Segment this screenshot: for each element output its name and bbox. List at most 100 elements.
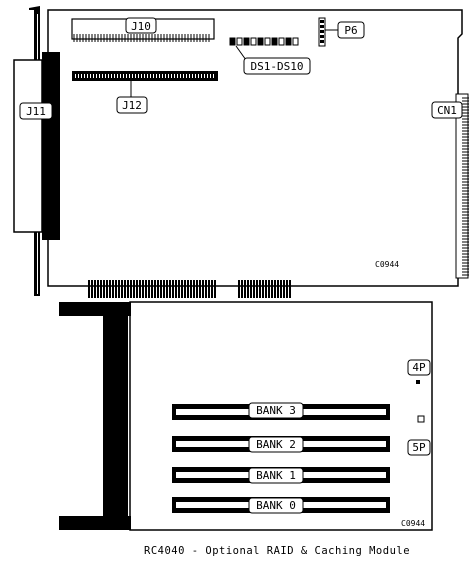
p6-label: P6 bbox=[344, 24, 357, 37]
j12-pin bbox=[186, 74, 187, 78]
raid-module-board: BANK 3 BANK 2 BANK 1 BANK 0 4P 5P C0944 bbox=[59, 301, 433, 531]
edge-finger bbox=[127, 280, 129, 298]
j12-pin bbox=[183, 74, 184, 78]
ds-led bbox=[243, 37, 250, 46]
j12-pin bbox=[174, 74, 175, 78]
ds-led-array bbox=[229, 37, 299, 46]
edge-finger bbox=[97, 280, 99, 298]
j12-pin bbox=[105, 74, 106, 78]
j12-pin bbox=[153, 74, 154, 78]
edge-finger bbox=[199, 280, 201, 298]
j12-pin bbox=[201, 74, 202, 78]
edge-finger bbox=[118, 280, 120, 298]
j12-label: J12 bbox=[122, 99, 142, 112]
edge-finger bbox=[109, 280, 111, 298]
j12-pin bbox=[81, 74, 82, 78]
edge-finger bbox=[208, 280, 210, 298]
j10-pins bbox=[73, 34, 210, 42]
ds-led bbox=[271, 37, 278, 46]
edge-finger bbox=[106, 280, 108, 298]
p6-pin bbox=[320, 40, 324, 43]
edge-finger bbox=[253, 280, 255, 298]
controller-board: J10 P6 DS1-DS10 J12 J11 CN1 C0944 bbox=[13, 6, 469, 298]
j12-pin bbox=[129, 74, 130, 78]
edge-connector-left bbox=[88, 280, 216, 298]
ds-led bbox=[264, 37, 271, 46]
ds-led bbox=[257, 37, 264, 46]
bank2-label-box bbox=[248, 436, 304, 453]
edge-finger bbox=[196, 280, 198, 298]
edge-finger bbox=[136, 280, 138, 298]
p5-label: 5P bbox=[412, 441, 426, 454]
bank0-label: BANK 0 bbox=[256, 499, 296, 512]
edge-finger bbox=[145, 280, 147, 298]
p6-pin bbox=[320, 35, 324, 38]
j12-pin bbox=[138, 74, 139, 78]
j12-pin bbox=[99, 74, 100, 78]
j12-pin bbox=[159, 74, 160, 78]
j11-label-box bbox=[19, 102, 53, 120]
j12-pins bbox=[75, 74, 214, 78]
edge-finger bbox=[163, 280, 165, 298]
j12-pin bbox=[156, 74, 157, 78]
edge-finger bbox=[274, 280, 276, 298]
p6-label-box bbox=[337, 21, 365, 39]
j12-pin bbox=[84, 74, 85, 78]
edge-finger bbox=[133, 280, 135, 298]
module-edge-top bbox=[59, 302, 131, 316]
j12-pin bbox=[147, 74, 148, 78]
j11-connector bbox=[42, 52, 60, 240]
edge-connector-right bbox=[238, 280, 291, 298]
edge-finger bbox=[184, 280, 186, 298]
edge-finger bbox=[142, 280, 144, 298]
edge-finger bbox=[262, 280, 264, 298]
edge-finger bbox=[151, 280, 153, 298]
edge-finger bbox=[250, 280, 252, 298]
j12-pin bbox=[162, 74, 163, 78]
j10-label: J10 bbox=[131, 20, 151, 33]
j12-pin bbox=[165, 74, 166, 78]
j12-pin bbox=[96, 74, 97, 78]
edge-finger bbox=[214, 280, 216, 298]
edge-finger bbox=[256, 280, 258, 298]
edge-finger bbox=[172, 280, 174, 298]
edge-finger bbox=[271, 280, 273, 298]
edge-finger bbox=[178, 280, 180, 298]
edge-finger bbox=[193, 280, 195, 298]
module-edge-bar bbox=[103, 316, 128, 516]
p4-label-box bbox=[407, 359, 431, 376]
j12-pin bbox=[117, 74, 118, 78]
j12-pin bbox=[114, 74, 115, 78]
top-board-code: C0944 bbox=[375, 260, 399, 269]
j12-pin bbox=[171, 74, 172, 78]
bank0-label-box bbox=[248, 497, 304, 514]
edge-finger bbox=[139, 280, 141, 298]
bottom-board-code: C0944 bbox=[401, 519, 425, 528]
edge-finger bbox=[205, 280, 207, 298]
j11-label: J11 bbox=[26, 105, 46, 118]
j12-pin bbox=[195, 74, 196, 78]
board-outline bbox=[47, 9, 463, 287]
cn1-label: CN1 bbox=[437, 104, 457, 117]
j12-pin bbox=[207, 74, 208, 78]
edge-finger bbox=[265, 280, 267, 298]
bank3-label-box bbox=[248, 402, 304, 419]
edge-finger bbox=[154, 280, 156, 298]
j12-pin bbox=[213, 74, 214, 78]
p5-jumper bbox=[417, 415, 425, 423]
edge-finger bbox=[160, 280, 162, 298]
j12-pin bbox=[141, 74, 142, 78]
j12-pin bbox=[177, 74, 178, 78]
bank3-label: BANK 3 bbox=[256, 404, 296, 417]
edge-finger bbox=[181, 280, 183, 298]
edge-finger bbox=[286, 280, 288, 298]
j12-label-box bbox=[116, 96, 148, 114]
j12-pin bbox=[210, 74, 211, 78]
ds-led bbox=[236, 37, 243, 46]
edge-finger bbox=[259, 280, 261, 298]
edge-finger bbox=[280, 280, 282, 298]
bank1-label: BANK 1 bbox=[256, 469, 296, 482]
edge-finger bbox=[121, 280, 123, 298]
j12-pin bbox=[198, 74, 199, 78]
ds-led bbox=[285, 37, 292, 46]
